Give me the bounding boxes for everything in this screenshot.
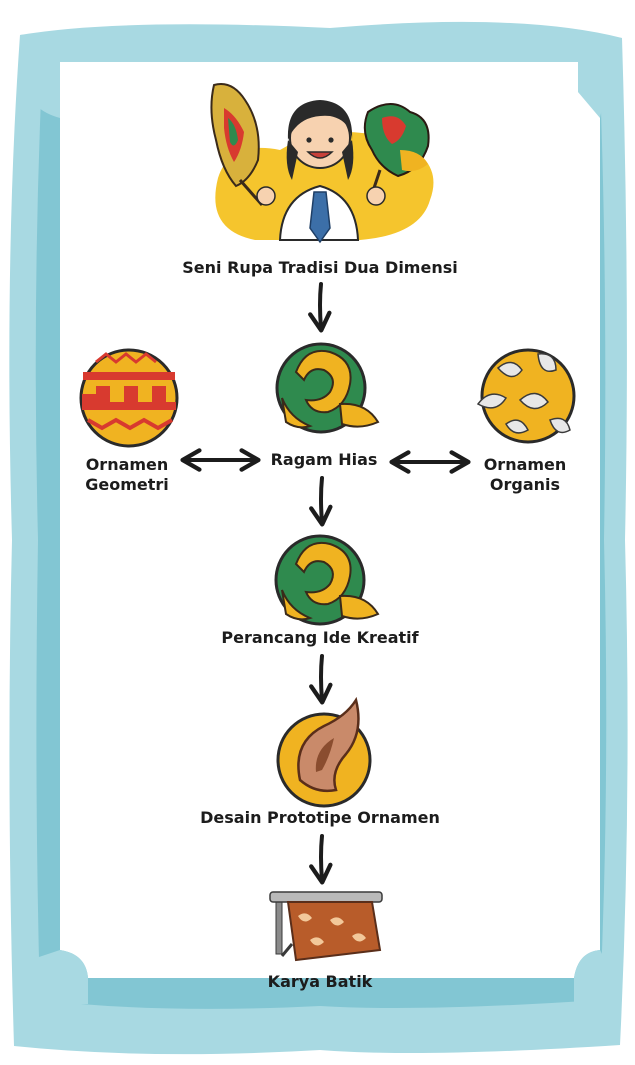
node-geometri-label: Ornamen Geometri [72,455,182,495]
node-organis-label: Ornamen Organis [470,455,580,495]
node-geometri-line2: Geometri [72,475,182,495]
arrow-desain-to-batik [321,836,322,880]
arrow-ragam-to-ide [321,478,322,522]
node-desain-label: Desain Prototipe Ornamen [160,808,480,828]
node-organis-line2: Organis [470,475,580,495]
geometric-ornament-icon [81,350,177,446]
arrow-ide-to-desain [321,656,322,700]
node-geometri-line1: Ornamen [72,455,182,475]
node-seni-label: Seni Rupa Tradisi Dua Dimensi [140,258,500,278]
node-ide-label: Perancang Ide Kreatif [170,628,470,648]
student-with-wayang-icon [211,84,433,242]
node-ragam-label: Ragam Hias [256,450,392,470]
node-organis-line1: Ornamen [470,455,580,475]
arrow-seni-to-ragam [320,284,321,328]
node-batik-label: Karya Batik [220,972,420,992]
